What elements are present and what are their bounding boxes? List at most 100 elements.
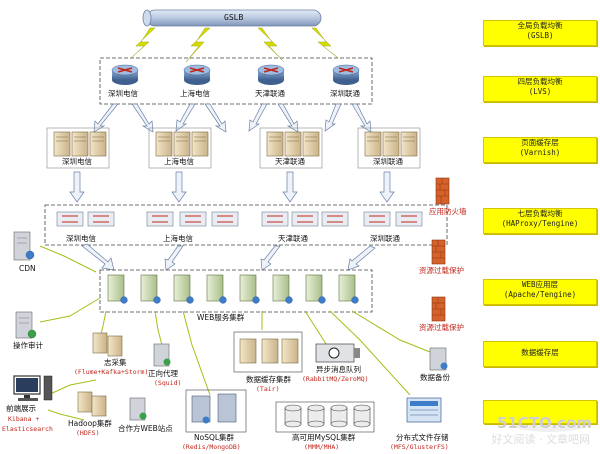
- frontend-pc-icon: [13, 375, 53, 401]
- firewall-icon: [435, 177, 450, 205]
- partner-label: 合作方WEB站点: [118, 424, 173, 433]
- log-collect-icon: [92, 332, 123, 357]
- tier-storage: [483, 400, 597, 424]
- tier-gslb: 全局负载均衡 (GSLB): [483, 20, 597, 46]
- cache-to-switch-arrows: [69, 171, 395, 203]
- tier-varnish-sub: (Varnish): [519, 148, 561, 158]
- cache-group-box-3: [259, 127, 323, 169]
- nosql-servers: [191, 393, 237, 424]
- dfs-icon: [406, 397, 442, 423]
- tier-datacache: 数据缓存层: [483, 341, 597, 367]
- gslb-label: GSLB: [224, 13, 244, 22]
- frontend-sub1: Kibana +: [8, 415, 40, 423]
- tier-web: WEB应用层 (Apache/Tengine): [483, 279, 597, 305]
- watermark-caption: 好文阅读 · 文章吧网: [491, 433, 591, 446]
- mq-icon: [315, 343, 360, 363]
- tier-lvs-sub: (LVS): [528, 87, 552, 97]
- haproxy-group-box: [44, 204, 448, 246]
- nosql-group-box: [185, 389, 247, 433]
- audit-icon: [15, 311, 37, 339]
- cache-server-slots: [56, 136, 415, 142]
- frontend-label: 前端展示: [6, 404, 36, 413]
- tier-haproxy-sub: (HAProxy/Tengine): [501, 219, 579, 229]
- firewall-label: 应用防火墙: [429, 207, 467, 216]
- web-cluster-label: WEB服务集群: [197, 313, 245, 322]
- green-links: [39, 245, 431, 421]
- switches: [56, 211, 423, 227]
- collect-sub-label: (Flume+Kafka+Storm): [74, 368, 149, 376]
- cache-group-box-2: [148, 127, 212, 169]
- router-shenzhen-unicom: [332, 64, 360, 85]
- cache-label-4: 深圳联通: [373, 157, 403, 166]
- web-server-globes: [120, 296, 359, 304]
- cache-group-box-1: [46, 127, 110, 169]
- backup-icon: [429, 347, 448, 371]
- router-label-4: 深圳联通: [330, 89, 360, 98]
- tier-lvs: 四层负载均衡 (LVS): [483, 76, 597, 102]
- tier-web-title: WEB应用层: [521, 280, 559, 289]
- cache-label-1: 深圳电信: [62, 157, 92, 166]
- switch-label-1: 深圳电信: [66, 234, 96, 243]
- router-shenzhen-telecom: [111, 64, 139, 85]
- overload-label-1: 资源过载保护: [419, 266, 464, 275]
- router-tianjin-unicom: [257, 64, 285, 85]
- datacache-label: 数据缓存集群: [246, 375, 291, 384]
- cache-label-2: 上海电信: [164, 157, 194, 166]
- cdn-icon: [13, 231, 35, 261]
- tier-web-sub: (Apache/Tengine): [503, 290, 577, 300]
- nosql-label: NoSQL集群: [194, 433, 235, 442]
- datacache-servers: [239, 338, 299, 364]
- cdn-label: CDN: [19, 264, 36, 273]
- audit-label: 操作审计: [13, 341, 43, 350]
- dfs-sub-label: (MFS/GlusterFS): [390, 443, 449, 451]
- frontend-sub2: Elasticsearch: [2, 425, 53, 433]
- lvs-group-box: [99, 57, 373, 105]
- lvs-to-cache-arrows: [93, 103, 372, 133]
- switch-to-web-arrows: [81, 243, 376, 271]
- tier-haproxy: 七层负载均衡 (HAProxy/Tengine): [483, 208, 597, 234]
- switch-label-3: 天津联通: [278, 234, 308, 243]
- router-shanghai-telecom: [183, 64, 211, 85]
- proxy-label: 正向代理: [148, 369, 178, 378]
- tier-gslb-sub: (GSLB): [526, 31, 554, 41]
- web-cluster-box: [99, 269, 373, 313]
- mysql-group-box: [275, 401, 375, 433]
- cache-label-3: 天津联通: [275, 157, 305, 166]
- mq-label: 异步消息队列: [316, 365, 361, 374]
- mysql-db-cylinders: [284, 404, 371, 428]
- proxy-sub-label: (Squid): [154, 379, 182, 387]
- overload-label-2: 资源过载保护: [419, 323, 464, 332]
- router-label-3: 天津联通: [255, 89, 285, 98]
- mysql-label: 高可用MySQL集群: [292, 433, 356, 442]
- tier-haproxy-title: 七层负载均衡: [517, 209, 563, 218]
- overload-icon-2: [431, 296, 446, 322]
- nosql-sub-label: (Redis/MongoDB): [182, 443, 241, 451]
- cache-group-box-4: [357, 127, 421, 169]
- overload-icon-1: [431, 239, 446, 265]
- datacache-group-box: [233, 331, 303, 373]
- router-label-2: 上海电信: [180, 89, 210, 98]
- dfs-label: 分布式文件存储: [396, 433, 449, 442]
- switch-arrows: [62, 215, 417, 223]
- partner-site-icon: [129, 397, 147, 421]
- tier-gslb-title: 全局负载均衡: [517, 21, 563, 30]
- hadoop-sub-label: (HDFS): [76, 429, 100, 437]
- hadoop-label: Hadoop集群: [68, 419, 112, 428]
- cache-servers: [53, 131, 418, 157]
- collect-label: 志采集: [104, 358, 127, 367]
- web-servers: [107, 274, 356, 302]
- mq-sub-label: (RabbitMQ/ZeroMQ): [302, 375, 369, 383]
- tier-varnish-title: 页面缓存层: [521, 138, 559, 147]
- tier-lvs-title: 四层负载均衡: [517, 77, 563, 86]
- lightning-links: [130, 27, 339, 63]
- router-label-1: 深圳电信: [108, 89, 138, 98]
- tier-datacache-title: 数据缓存层: [521, 348, 559, 357]
- mysql-sub-label: (MMM/MHA): [304, 443, 340, 451]
- datacache-sub-label: (Tair): [256, 385, 280, 393]
- tier-varnish: 页面缓存层 (Varnish): [483, 137, 597, 163]
- gslb-node: [142, 9, 322, 27]
- switch-label-2: 上海电信: [163, 234, 193, 243]
- watermark-site: 51CTO.com: [496, 414, 592, 432]
- switch-label-4: 深圳联通: [370, 234, 400, 243]
